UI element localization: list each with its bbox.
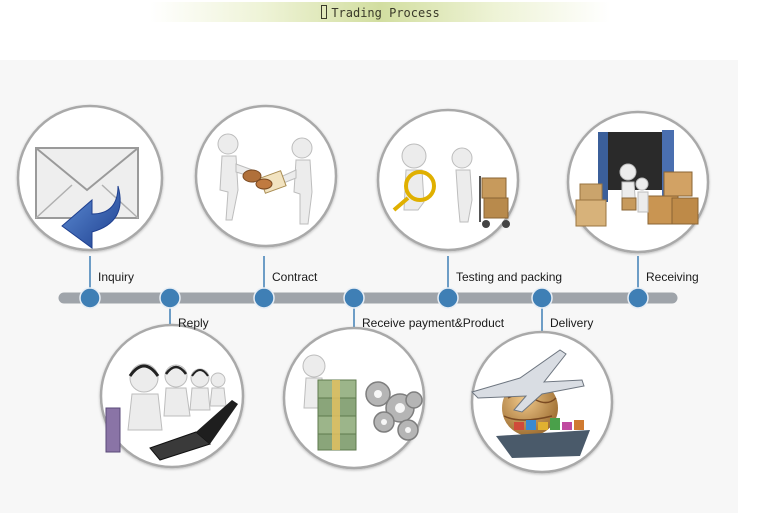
money-gears-icon — [302, 354, 423, 451]
plane-ship-icon — [471, 349, 590, 458]
timeline-node-reply — [159, 287, 181, 309]
timeline-node-contract — [253, 287, 275, 309]
step-circle-receiving — [566, 110, 710, 254]
header-band — [150, 2, 610, 22]
step-label-reply: Reply — [178, 316, 209, 330]
call-center-icon — [105, 363, 238, 461]
timeline-node-delivery — [531, 287, 553, 309]
container-boxes-icon — [575, 130, 699, 227]
envelope-return-icon — [35, 147, 139, 249]
step-circle-testing — [376, 108, 520, 252]
step-label-delivery: Delivery — [550, 316, 593, 330]
step-circle-payment — [282, 326, 426, 470]
step-circle-reply — [99, 323, 245, 469]
inspect-packing-icon — [392, 143, 510, 228]
page-title: Trading Process — [0, 5, 761, 20]
timeline-nodes — [79, 287, 649, 309]
step-circle-delivery — [470, 330, 614, 474]
page-title-text: Trading Process — [331, 6, 440, 20]
step-label-receive-payment-product: Receive payment&Product — [362, 316, 505, 330]
step-label-receiving: Receiving — [646, 270, 699, 284]
handshake-contract-icon — [217, 133, 313, 225]
timeline-node-receive-payment-product — [343, 287, 365, 309]
step-label-contract: Contract — [272, 270, 318, 284]
timeline-node-testing-and-packing — [437, 287, 459, 309]
title-mark-icon — [321, 5, 328, 19]
step-label-testing-and-packing: Testing and packing — [456, 270, 562, 284]
step-circle-contract — [194, 104, 338, 248]
timeline-node-receiving — [627, 287, 649, 309]
timeline-node-inquiry — [79, 287, 101, 309]
step-circle-inquiry — [16, 104, 164, 252]
step-label-inquiry: Inquiry — [98, 270, 134, 284]
